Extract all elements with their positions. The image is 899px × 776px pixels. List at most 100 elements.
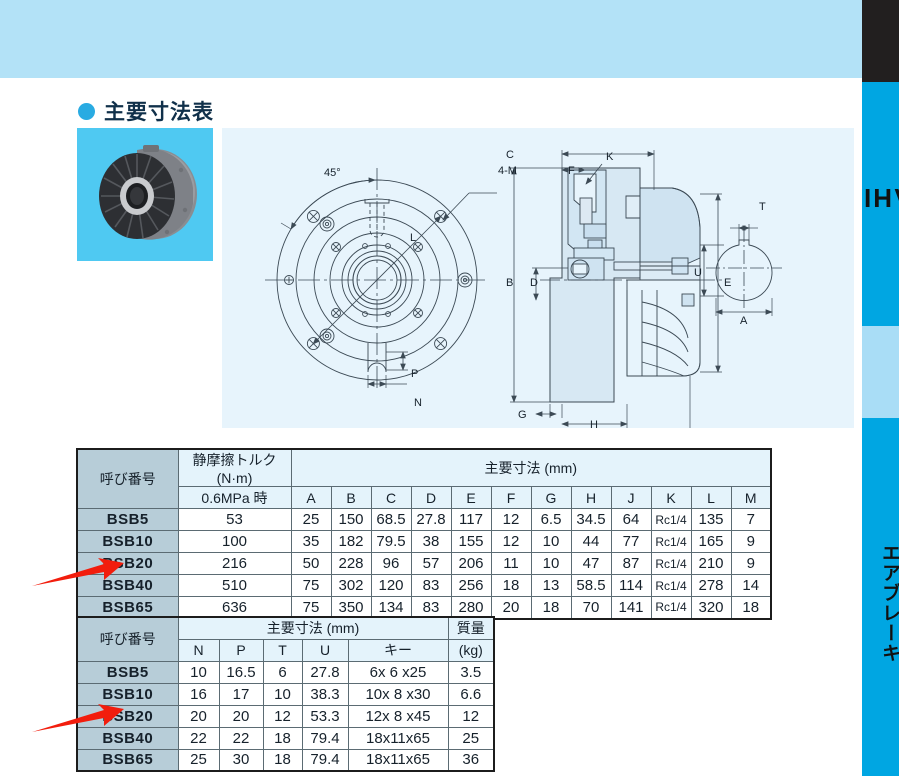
label-f: F	[568, 165, 575, 177]
table-row: BSB40 510 75 302 120 83 256 18 13 58.5 1…	[76, 574, 772, 597]
cell-T: 6	[262, 660, 303, 684]
category-label: エアブレーキ	[879, 543, 899, 663]
label-u: U	[694, 267, 702, 279]
cell-L: 165	[690, 530, 732, 553]
cell-P: 30	[218, 748, 264, 772]
cell-T: 18	[262, 748, 303, 772]
cell-B: 228	[330, 552, 372, 575]
cell-M: 9	[730, 530, 772, 553]
cell-A: 75	[290, 574, 332, 597]
cell-D: 38	[410, 530, 452, 553]
cell-T: 12	[262, 704, 303, 728]
th-dim-H: H	[570, 486, 612, 509]
cell-B: 150	[330, 508, 372, 531]
cell-T: 10	[262, 682, 303, 706]
cell-M: 7	[730, 508, 772, 531]
cell-K: Rc1/4	[650, 552, 692, 575]
cell-model: BSB65	[76, 748, 179, 772]
th-dim-B: B	[330, 486, 372, 509]
cell-M: 18	[730, 596, 772, 620]
cell-K: Rc1/4	[650, 596, 692, 620]
cell-F: 11	[490, 552, 532, 575]
cell-mass: 25	[447, 726, 495, 750]
table-row: BSB65 636 75 350 134 83 280 20 18 70 141…	[76, 596, 772, 620]
cell-mass: 12	[447, 704, 495, 728]
cell-key: 18x11x65	[347, 748, 449, 772]
side-tab-category-block	[862, 418, 899, 776]
cell-L: 210	[690, 552, 732, 575]
th-dim-A: A	[290, 486, 332, 509]
cell-torque: 216	[177, 552, 292, 575]
brand-label-text: ASAHI	[862, 182, 899, 213]
cell-K: Rc1/4	[650, 530, 692, 553]
label-n: N	[414, 397, 422, 409]
label-c: C	[506, 149, 514, 161]
cell-mass: 3.5	[447, 660, 495, 684]
cell-model: BSB40	[76, 574, 179, 597]
cell-M: 14	[730, 574, 772, 597]
cell-F: 20	[490, 596, 532, 620]
th-torque-condition: 0.6MPa 時	[177, 486, 292, 509]
cell-F: 12	[490, 530, 532, 553]
th-dim-T: T	[262, 638, 303, 662]
th-model-number: 呼び番号	[76, 616, 179, 662]
cell-C: 96	[370, 552, 412, 575]
cell-P: 16.5	[218, 660, 264, 684]
cell-model: BSB20	[76, 552, 179, 575]
cell-A: 25	[290, 508, 332, 531]
cell-model: BSB10	[76, 682, 179, 706]
cell-H: 34.5	[570, 508, 612, 531]
technical-drawing: 45° 4-M L P N C F K B D E G H J T U A	[222, 128, 854, 428]
cell-J: 141	[610, 596, 652, 620]
cell-C: 134	[370, 596, 412, 620]
label-b: B	[506, 277, 513, 289]
cell-T: 18	[262, 726, 303, 750]
cell-key: 12x 8 x45	[347, 704, 449, 728]
cell-U: 27.8	[301, 660, 349, 684]
cell-D: 83	[410, 574, 452, 597]
label-4m: 4-M	[498, 165, 517, 177]
cell-key: 10x 8 x30	[347, 682, 449, 706]
th-dims-group: 主要寸法 (mm)	[290, 448, 772, 487]
cell-H: 58.5	[570, 574, 612, 597]
cell-A: 35	[290, 530, 332, 553]
cell-model: BSB40	[76, 726, 179, 750]
table-row: BSB5 10 16.5 6 27.8 6x 6 x25 3.5	[76, 660, 495, 684]
cell-N: 22	[177, 726, 220, 750]
table-row: BSB65 25 30 18 79.4 18x11x65 36	[76, 748, 495, 772]
cell-J: 87	[610, 552, 652, 575]
side-tab-column: ASAHI エアブレーキ	[862, 0, 899, 776]
cell-A: 75	[290, 596, 332, 620]
th-mass-unit: (kg)	[447, 638, 495, 662]
cell-A: 50	[290, 552, 332, 575]
cell-U: 38.3	[301, 682, 349, 706]
label-h: H	[590, 419, 598, 428]
cell-U: 79.4	[301, 748, 349, 772]
cell-J: 77	[610, 530, 652, 553]
cell-L: 278	[690, 574, 732, 597]
cell-E: 256	[450, 574, 492, 597]
cell-J: 64	[610, 508, 652, 531]
cell-U: 79.4	[301, 726, 349, 750]
table-header-row-1: 呼び番号 主要寸法 (mm) 質量	[76, 616, 495, 662]
side-tab-light-block	[862, 326, 899, 418]
cell-torque: 53	[177, 508, 292, 531]
label-k: K	[606, 151, 614, 163]
cell-G: 10	[530, 552, 572, 575]
main-dimensions-table: 呼び番号 静摩擦トルク (N·m) 主要寸法 (mm) 0.6MPa 時 A B…	[76, 448, 772, 620]
table-header-row-2: 0.6MPa 時 A B C D E F G H J K L M	[77, 486, 772, 509]
cell-E: 206	[450, 552, 492, 575]
th-dim-E: E	[450, 486, 492, 509]
th-dim-M: M	[730, 486, 772, 509]
cell-N: 20	[177, 704, 220, 728]
cell-key: 18x11x65	[347, 726, 449, 750]
cell-P: 22	[218, 726, 264, 750]
cell-H: 47	[570, 552, 612, 575]
cell-torque: 100	[177, 530, 292, 553]
cell-key: 6x 6 x25	[347, 660, 449, 684]
cell-E: 117	[450, 508, 492, 531]
cell-P: 17	[218, 682, 264, 706]
cell-N: 25	[177, 748, 220, 772]
th-dim-P: P	[218, 638, 264, 662]
